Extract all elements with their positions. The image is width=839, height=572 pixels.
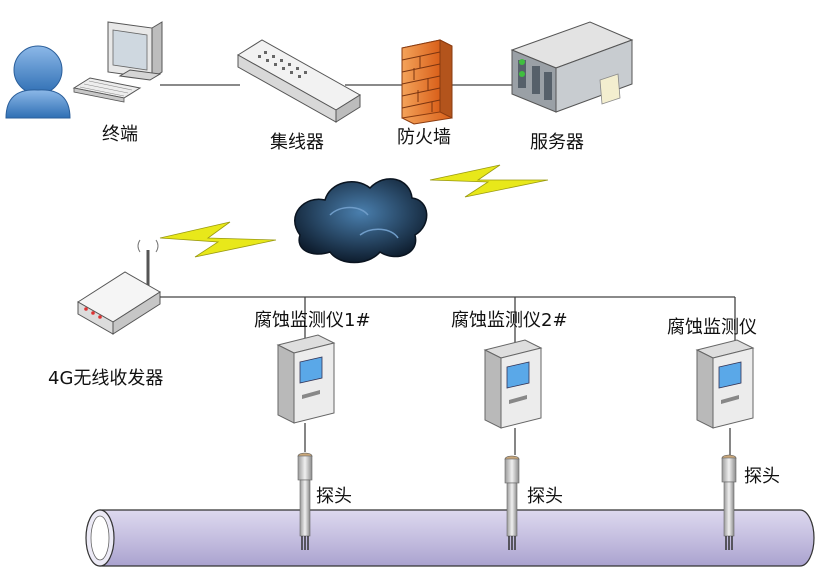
wireless-transceiver-icon <box>77 239 161 335</box>
probe-icon <box>504 455 520 550</box>
user-icon <box>5 45 71 119</box>
probe3-label: 探头 <box>744 466 780 487</box>
monitor1-label: 腐蚀监测仪1# <box>254 310 371 331</box>
hub-icon <box>237 39 361 123</box>
corrosion-monitor-icon <box>276 334 336 452</box>
corrosion-monitor-icon <box>695 339 755 455</box>
wireless-transceiver-label: 4G无线收发器 <box>48 368 163 389</box>
corrosion-monitor-icon <box>483 339 543 455</box>
monitor3-label: 腐蚀监测仪 <box>667 317 757 338</box>
server-label: 服务器 <box>530 132 584 153</box>
computer-icon <box>72 21 163 103</box>
probe1-label: 探头 <box>316 486 352 507</box>
cloud-icon <box>294 178 428 264</box>
pipeline <box>85 509 815 567</box>
lightning-icon <box>159 221 277 258</box>
server-icon <box>510 21 634 113</box>
terminal-label: 终端 <box>102 124 138 145</box>
firewall-label: 防火墙 <box>397 127 451 148</box>
hub-label: 集线器 <box>270 132 324 153</box>
firewall-icon <box>401 39 453 125</box>
probe2-label: 探头 <box>527 486 563 507</box>
probe-icon <box>297 452 313 550</box>
lightning-icon <box>429 164 549 198</box>
monitor2-label: 腐蚀监测仪2# <box>451 310 568 331</box>
probe-icon <box>721 454 737 550</box>
